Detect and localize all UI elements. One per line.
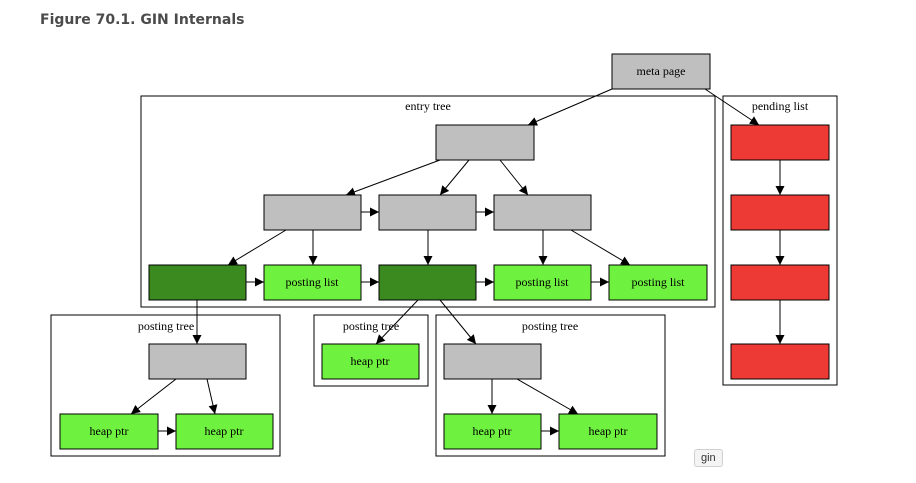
meta-page-label: meta page (637, 64, 686, 78)
posting-tree-label-1: posting tree (138, 319, 194, 333)
pending-list-cluster (722, 95, 838, 386)
edge-meta-to-pending (704, 88, 760, 126)
heap-ptr-node-1 (59, 413, 159, 450)
posting-list-label-2: posting list (515, 275, 569, 289)
posting-tree-3-root-node (443, 343, 542, 380)
entry-leaf-posting-tree-node-2 (378, 264, 477, 301)
posting-tree-label-2: posting tree (343, 319, 399, 333)
entry-leaf-posting-tree-node-1 (148, 264, 247, 301)
heap-ptr-node-4 (443, 413, 542, 450)
entry-inner-node-2 (378, 194, 477, 231)
heap-ptr-label-3: heap ptr (351, 354, 390, 368)
heap-ptr-node-5 (558, 413, 658, 450)
edge-leaf-3-to-posting-tree-3 (439, 299, 477, 345)
posting-list-node-1 (263, 264, 362, 301)
posting-list-label-1: posting list (285, 275, 339, 289)
entry-root-node (435, 124, 535, 161)
posting-list-label-3: posting list (631, 275, 685, 289)
edge-inner-3-to-leaf-5 (570, 229, 631, 266)
posting-tree-cluster-2 (313, 314, 429, 387)
pending-list-page-2 (730, 194, 830, 231)
pending-list-page-4 (730, 343, 830, 380)
posting-tree-1-root-node (148, 343, 247, 380)
figure-title: Figure 70.1. GIN Internals (40, 12, 245, 28)
pending-list-label: pending list (752, 99, 809, 113)
posting-list-node-3 (608, 264, 708, 301)
heap-ptr-label-1: heap ptr (90, 424, 129, 438)
pending-list-page-1 (730, 124, 830, 161)
edge-pt1-root-to-heap-1 (130, 378, 177, 415)
pending-list-page-3 (730, 264, 830, 301)
edge-root-to-inner-2 (439, 159, 470, 196)
edge-inner-1-to-leaf-1 (227, 229, 287, 266)
entry-tree-cluster (140, 95, 716, 308)
posting-tree-cluster-3 (435, 314, 666, 457)
edge-root-to-inner-3 (499, 159, 529, 196)
posting-tree-cluster-1 (50, 314, 281, 457)
entry-tree-label: entry tree (405, 99, 451, 113)
posting-tree-label-3: posting tree (522, 319, 578, 333)
heap-ptr-label-4: heap ptr (473, 424, 512, 438)
edge-pt1-root-to-heap-2 (206, 378, 218, 415)
gin-badge[interactable]: gin (694, 449, 723, 467)
heap-ptr-node-2 (175, 413, 274, 450)
entry-inner-node-1 (263, 194, 362, 231)
heap-ptr-label-5: heap ptr (589, 424, 628, 438)
edge-meta-to-root (527, 88, 613, 126)
entry-inner-node-3 (493, 194, 592, 231)
meta-page-node (611, 53, 711, 90)
heap-ptr-node-3 (321, 343, 420, 380)
posting-list-node-2 (493, 264, 592, 301)
edge-root-to-inner-1 (345, 159, 441, 197)
edge-pt3-root-to-heap-5 (516, 378, 579, 415)
heap-ptr-label-2: heap ptr (205, 424, 244, 438)
edge-leaf-3-to-posting-tree-2 (375, 299, 419, 345)
